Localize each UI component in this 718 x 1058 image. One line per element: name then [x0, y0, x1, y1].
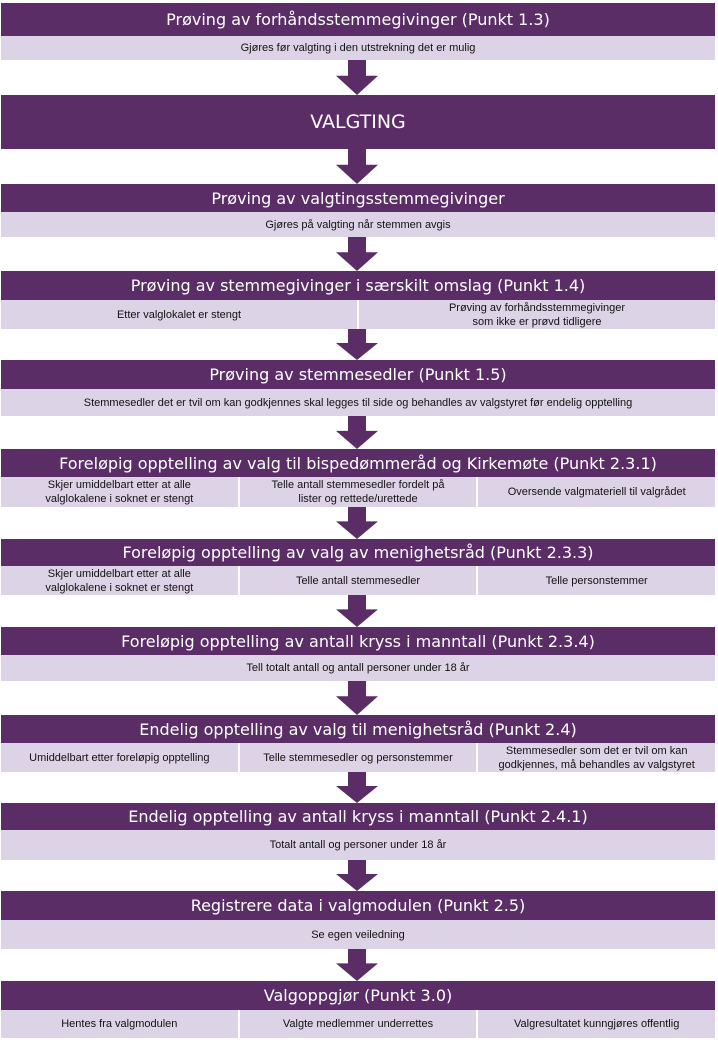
- step-note: Valgresultatet kunngjøres offentlig: [478, 1010, 716, 1038]
- arrow-shape: [336, 329, 378, 360]
- step-note: Totalt antall og personer under 18 år: [1, 830, 715, 860]
- step-notes-10: Totalt antall og personer under 18 år: [1, 830, 715, 860]
- down-arrow-icon: [336, 416, 378, 449]
- down-arrow-icon: [336, 237, 378, 271]
- step-note: Valgte medlemmer underrettes: [239, 1010, 479, 1038]
- step-note: Stemmesedler det er tvil om kan godkjenn…: [1, 389, 715, 416]
- step-note: Telle antall stemmesedler: [239, 566, 479, 595]
- step-header-5: Prøving av stemmesedler (Punkt 1.5): [1, 360, 715, 389]
- step-note: Gjøres før valgting i den utstrekning de…: [1, 36, 715, 60]
- down-arrow-icon: [336, 60, 378, 95]
- step-notes-8: Tell totalt antall og antall personer un…: [1, 655, 715, 681]
- step-header-11: Registrere data i valgmodulen (Punkt 2.5…: [1, 891, 715, 920]
- step-note: Oversende valgmateriell til valgrådet: [478, 477, 716, 507]
- step-header-2: VALGTING: [1, 95, 715, 149]
- step-note: Telle personstemmer: [478, 566, 716, 595]
- down-arrow-icon: [336, 772, 378, 803]
- step-note: Etter valglokalet er stengt: [1, 300, 359, 329]
- step-header-3: Prøving av valgtingsstemmegivinger: [1, 184, 715, 212]
- arrow-shape: [336, 681, 378, 715]
- step-notes-1: Gjøres før valgting i den utstrekning de…: [1, 36, 715, 60]
- arrow-shape: [336, 416, 378, 449]
- arrow-shape: [336, 507, 378, 539]
- arrow-shape: [336, 860, 378, 891]
- step-header-12: Valgoppgjør (Punkt 3.0): [1, 981, 715, 1010]
- step-header-1: Prøving av forhåndsstemmegivinger (Punkt…: [1, 3, 715, 36]
- step-notes-11: Se egen veiledning: [1, 920, 715, 949]
- step-header-8: Foreløpig opptelling av antall kryss i m…: [1, 627, 715, 655]
- step-notes-3: Gjøres på valgting når stemmen avgis: [1, 212, 715, 237]
- step-note: Hentes fra valgmodulen: [1, 1010, 240, 1038]
- step-header-9: Endelig opptelling av valg til menighets…: [1, 715, 715, 743]
- step-note: Se egen veiledning: [1, 920, 715, 949]
- arrow-shape: [336, 149, 378, 184]
- step-note: Telle stemmesedler og personstemmer: [239, 743, 479, 772]
- down-arrow-icon: [336, 681, 378, 715]
- step-note: Umiddelbart etter foreløpig opptelling: [1, 743, 240, 772]
- down-arrow-icon: [336, 860, 378, 891]
- step-note: Gjøres på valgting når stemmen avgis: [1, 212, 715, 237]
- down-arrow-icon: [336, 149, 378, 184]
- step-note: Tell totalt antall og antall personer un…: [1, 655, 715, 681]
- down-arrow-icon: [336, 595, 378, 627]
- step-notes-5: Stemmesedler det er tvil om kan godkjenn…: [1, 389, 715, 416]
- step-header-7: Foreløpig opptelling av valg av menighet…: [1, 539, 715, 566]
- step-header-6: Foreløpig opptelling av valg til bispedø…: [1, 449, 715, 477]
- arrow-shape: [336, 949, 378, 981]
- down-arrow-icon: [336, 329, 378, 360]
- arrow-shape: [336, 60, 378, 95]
- arrow-shape: [336, 237, 378, 271]
- down-arrow-icon: [336, 949, 378, 981]
- arrow-shape: [336, 595, 378, 627]
- step-header-10: Endelig opptelling av antall kryss i man…: [1, 803, 715, 830]
- step-header-4: Prøving av stemmegivinger i særskilt oms…: [1, 271, 715, 300]
- down-arrow-icon: [336, 507, 378, 539]
- arrow-shape: [336, 772, 378, 803]
